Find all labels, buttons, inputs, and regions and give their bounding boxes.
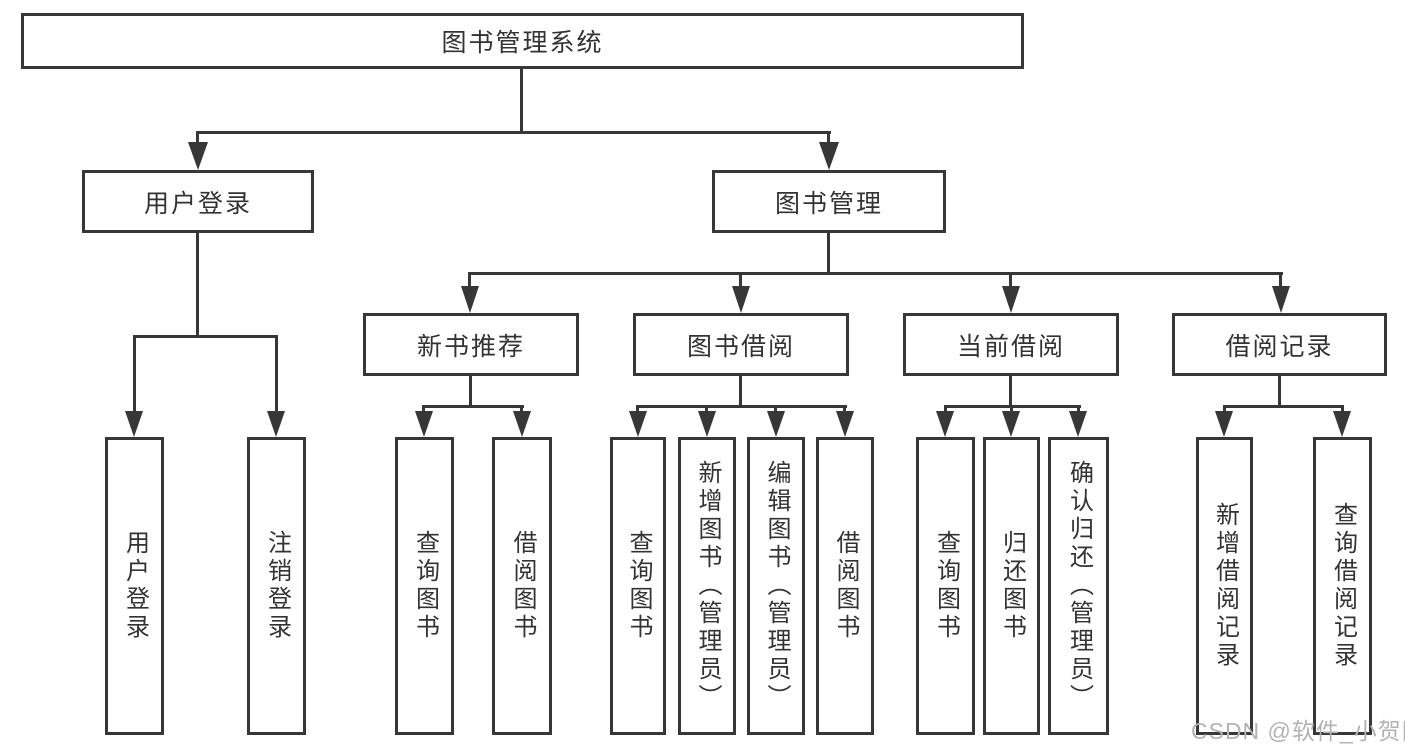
node-label: 借阅图书 [832,530,859,642]
node-current-borrow: 当前借阅 [903,313,1119,376]
leaf-borrow-query: 查询图书 [610,437,666,735]
leaf-newbook-query: 查询图书 [395,437,454,735]
node-label: 当前借阅 [956,332,1065,361]
arrowhead-down-icon [461,286,479,313]
arrowhead-down-icon [1215,411,1233,437]
connector-drop [1010,405,1013,413]
arrowhead-down-icon [732,286,750,313]
leaf-newbook-borrow: 借阅图书 [492,437,552,735]
node-label: 图书借阅 [686,332,795,361]
connector-drop [520,405,523,413]
leaf-borrow-add-book: 新增图书（管理员） [678,437,736,735]
connector-drop-user-login [196,131,199,145]
connector-borrow-record-stub [1278,376,1281,407]
arrowhead-down-icon [1002,411,1020,437]
node-user-login: 用户登录 [82,170,314,233]
node-label: 查询图书 [932,530,960,642]
arrowhead-down-icon [513,411,531,437]
arrowhead-down-icon [188,142,208,170]
connector-book-borrow-stub [739,376,742,407]
connector-drop [1341,405,1344,413]
node-label: 注销登录 [263,530,291,642]
connector-drop [422,405,425,413]
connector-root-stub [520,69,523,134]
connector-root-rail [197,131,831,134]
leaf-current-return: 归还图书 [983,437,1040,735]
node-label: 查询图书 [625,530,652,642]
leaf-record-query: 查询借阅记录 [1313,437,1372,735]
connector-drop [705,405,708,413]
node-label: 借阅图书 [509,530,536,642]
connector-drop [1077,405,1080,413]
node-label: 新书推荐 [416,332,525,361]
node-book-borrow: 图书借阅 [633,313,849,376]
arrowhead-down-icon [936,411,954,437]
node-label: 查询借阅记录 [1329,502,1357,670]
node-book-management: 图书管理 [712,170,946,233]
leaf-user-login: 用户登录 [105,437,164,735]
arrowhead-down-icon [629,411,647,437]
node-label: 确认归还（管理员） [1065,460,1093,712]
arrowhead-down-icon [1002,286,1020,313]
node-label: 编辑图书（管理员） [763,460,790,712]
node-new-book-recommend: 新书推荐 [363,313,579,376]
leaf-logout: 注销登录 [247,437,306,735]
connector-new-book-rail [422,405,524,408]
connector-book-borrow-rail [636,405,847,408]
csdn-watermark: CSDN @软件_小贺同学 [1191,718,1405,744]
arrowhead-down-icon [767,411,785,437]
node-label: 借阅记录 [1225,332,1334,361]
leaf-current-query: 查询图书 [916,437,975,735]
connector-drop-borrow-record [1279,272,1282,288]
connector-drop-current-borrow [1009,272,1012,288]
node-borrow-record: 借阅记录 [1172,313,1387,376]
connector-user-login-rail [133,335,278,338]
connector-drop [944,405,947,413]
arrowhead-down-icon [125,411,143,437]
arrowhead-down-icon [1333,411,1351,437]
connector-drop [843,405,846,413]
node-label: 查询图书 [411,530,439,642]
node-label: 图书管理 [774,189,883,218]
connector-new-book-stub [469,376,472,407]
arrowhead-down-icon [1272,286,1290,313]
connector-drop-book-borrow [739,272,742,288]
connector-borrow-record-rail [1223,405,1344,408]
connector-drop-new-book [468,272,471,288]
connector-drop [636,405,639,413]
connector-current-borrow-stub [1009,376,1012,407]
arrowhead-down-icon [1069,411,1087,437]
connector-user-login-stub [196,233,199,337]
leaf-current-confirm-return: 确认归还（管理员） [1048,437,1109,735]
arrowhead-down-icon [415,411,433,437]
arrowhead-down-icon [698,411,716,437]
node-label: 新增图书（管理员） [694,460,721,712]
leaf-borrow-edit-book: 编辑图书（管理员） [747,437,805,735]
connector-drop [774,405,777,413]
arrowhead-down-icon [267,411,285,437]
leaf-borrow-borrow-book: 借阅图书 [816,437,874,735]
connector-book-management-stub [827,233,830,275]
node-label: 归还图书 [998,530,1026,642]
arrowhead-down-icon [836,411,854,437]
arrowhead-down-icon [819,142,839,170]
leaf-record-add: 新增借阅记录 [1196,437,1253,735]
connector-drop-book-management [827,131,830,145]
node-label: 用户登录 [143,189,252,218]
node-label: 用户登录 [121,530,149,642]
connector-drop-login-leaf [133,335,136,413]
node-label: 图书管理系统 [441,29,604,57]
connector-book-management-rail [469,272,1283,275]
node-label: 新增借阅记录 [1211,502,1239,670]
connector-drop-logout-leaf [275,335,278,413]
node-library-management-system: 图书管理系统 [21,13,1024,69]
connector-drop [1223,405,1226,413]
